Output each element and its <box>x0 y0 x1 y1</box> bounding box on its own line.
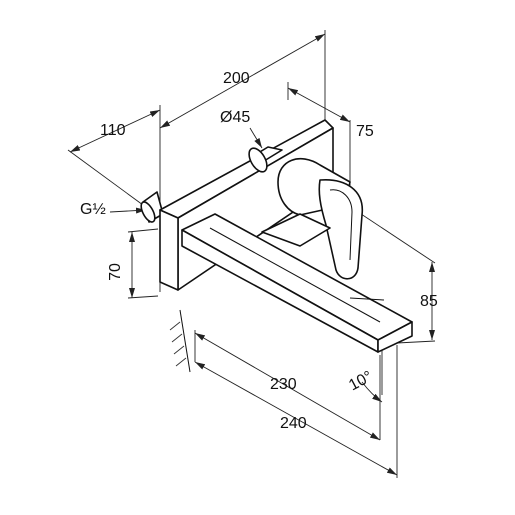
label-diameter-45: Ø45 <box>220 109 250 126</box>
label-70: 70 <box>107 263 124 281</box>
label-240: 240 <box>280 415 307 432</box>
spout-front <box>377 321 413 353</box>
mixer-cylinder-cap <box>248 147 268 173</box>
label-85: 85 <box>420 293 438 310</box>
faucet <box>140 119 413 353</box>
spout-neck <box>261 213 331 247</box>
wall-hatch <box>169 309 191 373</box>
dim-line-110 <box>69 109 161 153</box>
dim-line-thread-leader <box>109 207 147 214</box>
label-75: 75 <box>356 123 374 140</box>
dim-line-75 <box>287 87 351 123</box>
dimension-lines <box>69 33 435 476</box>
dim-line-200 <box>159 33 326 129</box>
supply-pipe-end <box>140 201 156 223</box>
dim-line-45-leader <box>249 127 263 149</box>
dim-arc-10deg <box>361 381 383 403</box>
wall-plate-side <box>159 209 179 291</box>
label-200: 200 <box>223 70 250 87</box>
label-230: 230 <box>270 376 297 393</box>
label-thread: G½ <box>80 201 106 218</box>
dim-line-240 <box>194 361 398 476</box>
label-110: 110 <box>100 122 126 139</box>
label-angle-10: 10° <box>346 368 375 394</box>
